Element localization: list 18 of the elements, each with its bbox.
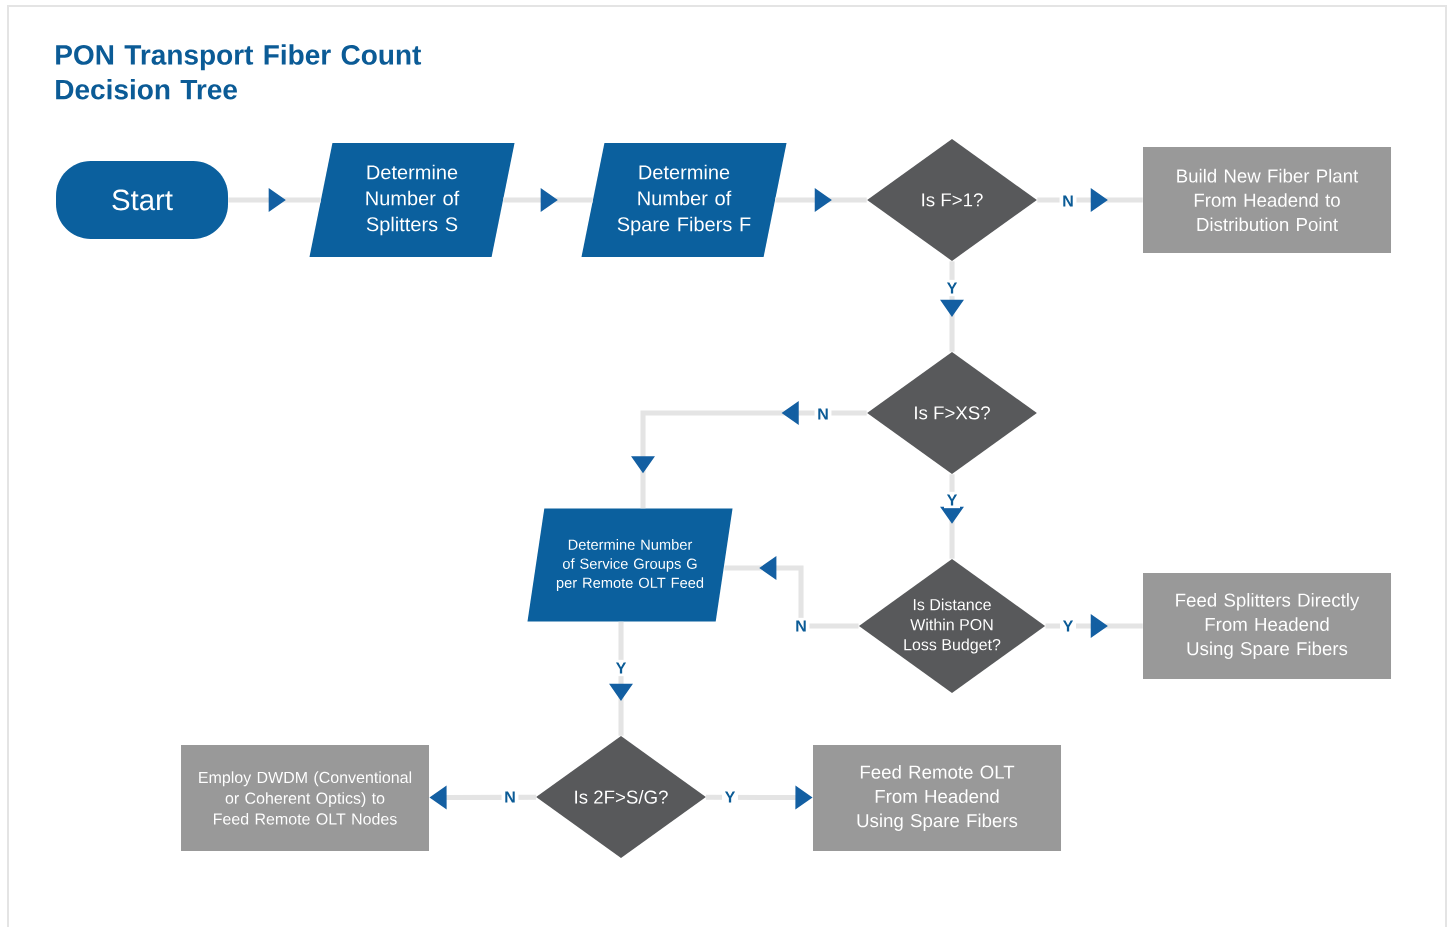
input-parallelogram: Determine Number of Service Groups G per Remote OLT Feed <box>527 508 733 622</box>
edge-label: N <box>814 405 832 423</box>
start-terminal: Start <box>56 161 228 239</box>
edge-label: Y <box>944 279 960 297</box>
result-box: Feed Remote OLT From Headend Using Spare Fibers <box>813 745 1061 851</box>
edge-label: N <box>501 788 519 806</box>
title: PON Transport Fiber Count Decision Tree <box>56 44 422 100</box>
edge-label: N <box>1059 192 1077 210</box>
input-parallelogram: Determine Number of Splitters S <box>309 143 515 257</box>
edge-label: Y <box>613 659 629 677</box>
result-box: Build New Fiber Plant From Headend to Distribution Point <box>1143 147 1391 253</box>
result-box: Feed Splitters Directly From Headend Using Spare Fibers <box>1143 573 1391 679</box>
edge-label: N <box>792 617 810 635</box>
edge-label: Y <box>1060 617 1076 635</box>
input-parallelogram: Determine Number of Spare Fibers F <box>581 143 787 257</box>
edge-label: Y <box>944 491 960 509</box>
result-box: Employ DWDM (Conventional or Coherent Optics) to Feed Remote OLT Nodes <box>181 745 429 851</box>
edge-label: Y <box>722 788 738 806</box>
